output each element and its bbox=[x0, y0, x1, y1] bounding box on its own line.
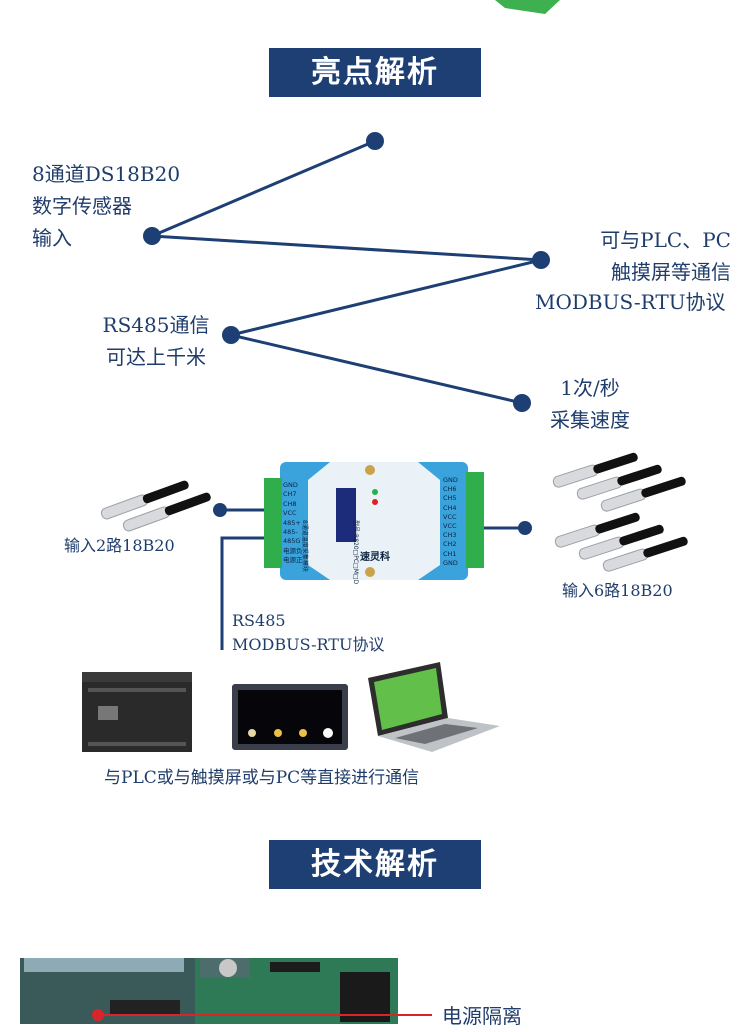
rs485-bus-line bbox=[220, 536, 270, 650]
sensor-input-feature: 8通道DS18B20 数字传感器 输入 bbox=[32, 158, 180, 254]
network-node-sensor bbox=[143, 227, 161, 245]
sensor-input-line1: 8通道DS18B20 bbox=[32, 162, 181, 186]
bus-label-line2: MODBUS-RTU协议 bbox=[232, 635, 385, 654]
top-terminal-fragment bbox=[495, 0, 560, 14]
network-node-rs485 bbox=[222, 326, 240, 344]
speed-line2: 采集速度 bbox=[550, 408, 630, 432]
protocol-modbus: MODBUS-RTU协议 bbox=[535, 290, 726, 314]
protocol-feature: 可与PLC、PC 触摸屏等通信 bbox=[535, 224, 731, 288]
bus-label: RS485 MODBUS-RTU协议 bbox=[232, 609, 384, 657]
sensor-input-line3: 输入 bbox=[32, 226, 72, 250]
module-left-terminal-block bbox=[264, 478, 282, 568]
network-node-top bbox=[366, 132, 384, 150]
network-node-speed bbox=[513, 394, 531, 412]
module-model: 型号:R820□PC□M□D bbox=[352, 520, 359, 585]
tech-banner: 技术解析 bbox=[269, 840, 481, 889]
laptop-device bbox=[368, 662, 500, 752]
bus-label-line1: RS485 bbox=[232, 611, 286, 630]
right-probe-node bbox=[518, 521, 532, 535]
left-probes bbox=[100, 480, 211, 532]
plc-device bbox=[82, 672, 192, 752]
module-right-terminal-labels: GND CH6 CH5 CH4 VCC VCC CH3 CH2 CH1 GND bbox=[443, 476, 458, 567]
pointer-dot bbox=[92, 1009, 104, 1021]
module-title: 8通道温度采集模块 bbox=[301, 520, 308, 572]
rs485-line2: 可达上千米 bbox=[106, 345, 206, 369]
right-probes bbox=[552, 452, 688, 572]
speed-line1: 1次/秒 bbox=[560, 376, 620, 400]
highlights-banner: 亮点解析 bbox=[269, 48, 481, 97]
rs485-line1: RS485通信 bbox=[102, 313, 210, 337]
left-input-label: 输入2路18B20 bbox=[64, 536, 175, 555]
module-right-terminal-block bbox=[466, 472, 484, 568]
touchscreen-device bbox=[232, 684, 348, 750]
feature-network-lines bbox=[151, 139, 542, 405]
protocol-line2: 触摸屏等通信 bbox=[611, 260, 731, 284]
power-isolation-label: 电源隔离 bbox=[442, 1004, 522, 1028]
pcb-photo bbox=[20, 958, 398, 1024]
speed-feature: 1次/秒 采集速度 bbox=[538, 372, 642, 436]
module-display bbox=[336, 488, 356, 542]
sensor-input-line2: 数字传感器 bbox=[32, 194, 132, 218]
network-node-protocol bbox=[532, 251, 550, 269]
right-input-label: 输入6路18B20 bbox=[562, 581, 673, 600]
module-brand: 速灵科 bbox=[360, 552, 390, 563]
protocol-line1: 可与PLC、PC bbox=[600, 228, 731, 252]
module-left-terminal-labels: GND CH7 CH8 VCC 485+ 485- 485G 电源负 电源正 bbox=[283, 481, 303, 565]
rs485-feature: RS485通信 可达上千米 bbox=[98, 309, 214, 373]
acquisition-module bbox=[264, 462, 484, 580]
communication-caption: 与PLC或与触摸屏或与PC等直接进行通信 bbox=[104, 768, 420, 788]
